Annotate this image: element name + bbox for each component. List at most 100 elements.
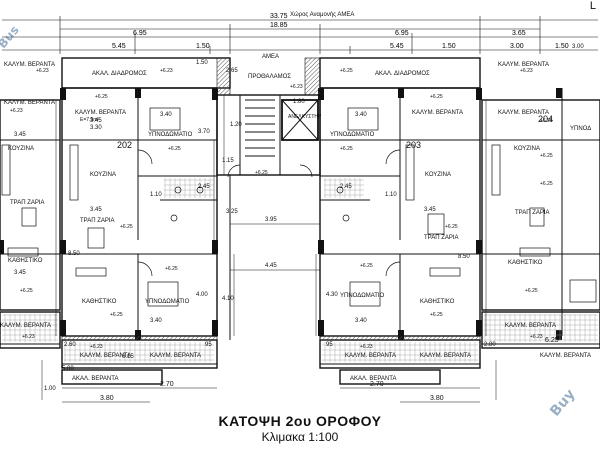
- level-5: +6.25: [120, 224, 133, 230]
- label-dining-203: ΤΡΑΠ ΖΑΡΙΑ: [424, 235, 459, 241]
- dim-115: 1.15: [222, 158, 234, 164]
- label-veranda-tr2: ΚΑΛΥΜ. ΒΕΡΑΝΤΑ: [498, 110, 549, 116]
- dim-345-a: 3.45: [14, 132, 26, 138]
- plan-title: ΚΑΤΟΨΗ 2ου ΟΡΟΦΟΥ: [218, 413, 382, 429]
- label-veranda-tr: ΚΑΛΥΜ. ΒΕΡΑΝΤΑ: [498, 62, 549, 68]
- dim-corridor2: 4.45: [265, 263, 277, 269]
- dim-150: 1.50: [196, 60, 208, 66]
- dim-left-veranda-b: 1.50: [196, 43, 210, 50]
- label-living-202: ΚΑΘΗΣΤΙΚΟ: [82, 299, 117, 305]
- dim-245-a: 2.45: [198, 184, 210, 190]
- label-bedroom-right: ΥΠΝΟΔ: [570, 126, 591, 132]
- label-living-203: ΚΑΘΗΣΤΙΚΟ: [420, 299, 455, 305]
- label-living-left: ΚΑΘΗΣΤΙΚΟ: [8, 258, 43, 264]
- level-3: +6.25: [95, 94, 108, 100]
- level-12: +6.25: [360, 263, 373, 269]
- dim-850-a: 8.50: [68, 251, 80, 257]
- dim-left-veranda: 5.45: [112, 43, 126, 50]
- dim-core: 18.85: [270, 22, 288, 29]
- dim-bottom-right-a: 2.70: [370, 381, 384, 388]
- dim-100: 1.00: [44, 386, 56, 392]
- dim-right-veranda: 5.45: [390, 43, 404, 50]
- dim-280: 2.80: [484, 342, 496, 348]
- wall-hatching: [61, 57, 481, 341]
- level-8: +6.25: [340, 68, 353, 74]
- label-apt-203: 203: [406, 140, 421, 150]
- level-6: +6.25: [165, 266, 178, 272]
- level-18: +6.23: [520, 68, 533, 74]
- dim-110-b: 1.10: [385, 192, 397, 198]
- dim-corridor: 3.95: [265, 217, 277, 223]
- dim-345-b: 3.45: [90, 207, 102, 213]
- dim-850-b: 8.50: [458, 254, 470, 260]
- level-20: +6.25: [540, 181, 553, 187]
- dim-340-d: 3.40: [355, 318, 367, 324]
- label-veranda-bm2: ΚΑΛΥΜ. ΒΕΡΑΝΤΑ: [420, 353, 471, 359]
- level-10: +6.25: [340, 146, 353, 152]
- dim-120: 1.20: [230, 122, 242, 128]
- top-dimensions: [2, 16, 598, 54]
- dim-430: 4.30: [326, 292, 338, 298]
- dim-340-c: 3.40: [150, 318, 162, 324]
- level-17: +6.23: [10, 108, 23, 114]
- label-dining-right: ΤΡΑΠ ΖΑΡΙΑ: [515, 210, 550, 216]
- dim-bottom-95b: 95: [326, 342, 333, 348]
- label-veranda-203: ΚΑΛΥΜ. ΒΕΡΑΝΤΑ: [412, 110, 463, 116]
- dim-345-e: 3.45: [90, 118, 102, 124]
- label-lobby: ΠΡΟΘΑΛΑΜΟΣ: [248, 74, 291, 80]
- dim-330: 3.30: [90, 125, 102, 131]
- dim-bottom-far: 6.25: [545, 337, 559, 344]
- label-bedroom-202b: ΥΠΝΟΔΩΜΑΤΙΟ: [145, 299, 190, 305]
- level-16: +6.23: [360, 344, 373, 350]
- label-corridor-right: ΑΚΑΛ. ΔΙΑΔΡΟΜΟΣ: [375, 71, 430, 77]
- plan-scale: Κλιμακα 1:100: [261, 430, 339, 444]
- dim-bottom-left-b: 3.80: [100, 395, 114, 402]
- level-26: +6.23: [290, 84, 303, 90]
- dim-overall: 33.75: [270, 13, 288, 20]
- dim-345-d: 3.45: [14, 270, 26, 276]
- label-corridor-bl: ΑΚΑΛ. ΒΕΡΑΝΤΑ: [72, 376, 118, 382]
- label-kitchen-right: ΚΟΥΖΙΝΑ: [514, 146, 540, 152]
- label-bedroom-203a: ΥΠΝΟΔΩΜΑΤΙΟ: [330, 132, 375, 138]
- level-24: +6.25: [540, 118, 553, 124]
- level-4: +6.25: [168, 146, 181, 152]
- level-22: +6.23: [22, 334, 35, 340]
- level-23: +6.23: [530, 334, 543, 340]
- label-kitchen-203: ΚΟΥΖΙΝΑ: [425, 172, 451, 178]
- label-living-right: ΚΑΘΗΣΤΙΚΟ: [508, 260, 543, 266]
- label-bedroom-202a: ΥΠΝΟΔΩΜΑΤΙΟ: [148, 132, 193, 138]
- label-veranda-tl2: ΚΑΛΥΜ. ΒΕΡΑΝΤΑ: [4, 100, 55, 106]
- label-bedroom-203b: ΥΠΝΟΔΩΜΑΤΙΟ: [340, 293, 385, 299]
- level-15: +6.23: [90, 344, 103, 350]
- dim-bottom-left-a: 2.70: [160, 381, 174, 388]
- level-11: +6.25: [445, 224, 458, 230]
- label-veranda-bm: ΚΑΛΥΜ. ΒΕΡΑΝΤΑ: [345, 353, 396, 359]
- label-veranda-bl: ΚΑΛΥΜ. ΒΕΡΑΝΤΑ: [0, 323, 51, 329]
- label-dining-left: ΤΡΑΠ ΖΑΡΙΑ: [10, 200, 45, 206]
- level-13: +6.25: [430, 312, 443, 318]
- dim-245-b: 2.45: [340, 184, 352, 190]
- dim-180: 1.80: [293, 99, 305, 105]
- dim-bottom-right-b: 3.80: [430, 395, 444, 402]
- label-kitchen-202: ΚΟΥΖΙΝΑ: [90, 172, 116, 178]
- label-corridor-left: ΑΚΑΛ. ΔΙΑΔΡΟΜΟΣ: [92, 71, 147, 77]
- label-amea-note: Χώρος Αναμονής ΑΜΕΑ: [290, 11, 354, 18]
- dim-340-b: 3.40: [355, 112, 367, 118]
- dim-340-a: 3.40: [160, 112, 172, 118]
- label-dining-202: ΤΡΑΠ ΖΑΡΙΑ: [80, 218, 115, 224]
- label-veranda-b2: ΚΑΛΥΜ. ΒΕΡΑΝΤΑ: [150, 353, 201, 359]
- level-2: +6.23: [160, 68, 173, 74]
- vertical-dimensions: [41, 95, 497, 400]
- dim-bottom-left-sm: 6.15: [122, 354, 134, 360]
- label-kitchen-left: ΚΟΥΖΙΝΑ: [8, 146, 34, 152]
- dim-far-right-a: 3.00: [510, 43, 524, 50]
- label-veranda-bl2: ΚΑΛΥΜ. ΒΕΡΑΝΤΑ: [80, 353, 131, 359]
- label-elevator: ΑΝΕΛΚΥΣΤΗΡ: [288, 114, 322, 120]
- level-markers: +6.23 +6.23 +6.25 +6.25 +6.25 +6.25 +6.2…: [10, 68, 553, 350]
- label-corridor-br: ΑΚΑΛ. ΒΕΡΑΝΤΑ: [350, 376, 396, 382]
- dim-400: 4.00: [196, 292, 208, 298]
- dim-far-right-b: 1.50: [555, 43, 569, 50]
- level-19: +6.25: [540, 153, 553, 159]
- level-1: +6.23: [36, 68, 49, 74]
